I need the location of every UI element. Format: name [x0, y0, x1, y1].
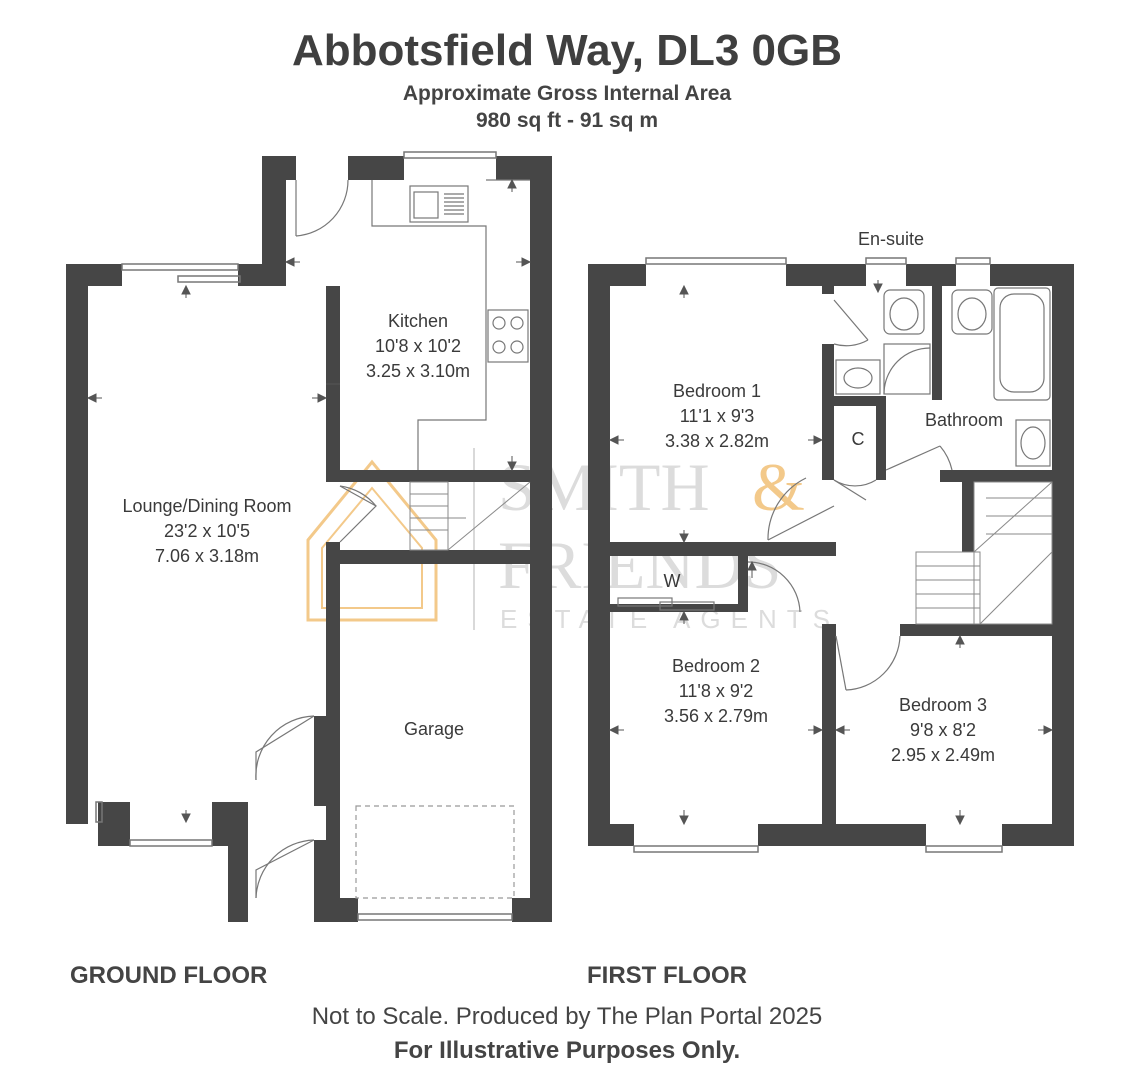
bedroom2-name: Bedroom 2: [672, 656, 760, 676]
cupboard-label: C: [852, 429, 865, 449]
bedroom2-metric: 3.56 x 2.79m: [664, 706, 768, 726]
area-subtitle: Approximate Gross Internal Area: [402, 82, 732, 105]
kitchen-name: Kitchen: [388, 311, 448, 331]
bathroom-name: Bathroom: [925, 410, 1003, 430]
page-title: Abbotsfield Way, DL3 0GB: [291, 26, 843, 75]
area-value: 980 sq ft - 91 sq m: [475, 109, 659, 132]
bedroom1-metric: 3.38 x 2.82m: [665, 431, 769, 451]
first-floor-label: FIRST FLOOR: [587, 962, 747, 989]
garage-name: Garage: [404, 719, 464, 739]
lounge-imperial: 23'2 x 10'5: [164, 521, 250, 541]
wardrobe-label: W: [664, 571, 681, 591]
kitchen-imperial: 10'8 x 10'2: [375, 336, 461, 356]
kitchen-metric: 3.25 x 3.10m: [366, 361, 470, 381]
bedroom2-imperial: 11'8 x 9'2: [679, 681, 754, 701]
ground-floor-label: GROUND FLOOR: [70, 962, 268, 989]
watermark-amp: &: [752, 449, 805, 525]
lounge-metric: 7.06 x 3.18m: [155, 546, 259, 566]
ensuite-name: En-suite: [858, 229, 924, 249]
lounge-name: Lounge/Dining Room: [122, 496, 291, 516]
bedroom3-name: Bedroom 3: [899, 695, 987, 715]
scale-note: Not to Scale. Produced by The Plan Porta…: [311, 1003, 823, 1030]
ground-floor-plan: Kitchen 10'8 x 10'2 3.25 x 3.10m Lounge/…: [66, 151, 552, 922]
first-floor-plan: En-suite Bedroom 1 11'1 x 9'3 3.38 x 2.8…: [588, 229, 1074, 853]
disclaimer: For Illustrative Purposes Only.: [393, 1037, 741, 1064]
bedroom3-imperial: 9'8 x 8'2: [910, 720, 976, 740]
bedroom3-metric: 2.95 x 2.49m: [891, 745, 995, 765]
bedroom1-imperial: 11'1 x 9'3: [680, 406, 755, 426]
bedroom1-name: Bedroom 1: [673, 381, 761, 401]
